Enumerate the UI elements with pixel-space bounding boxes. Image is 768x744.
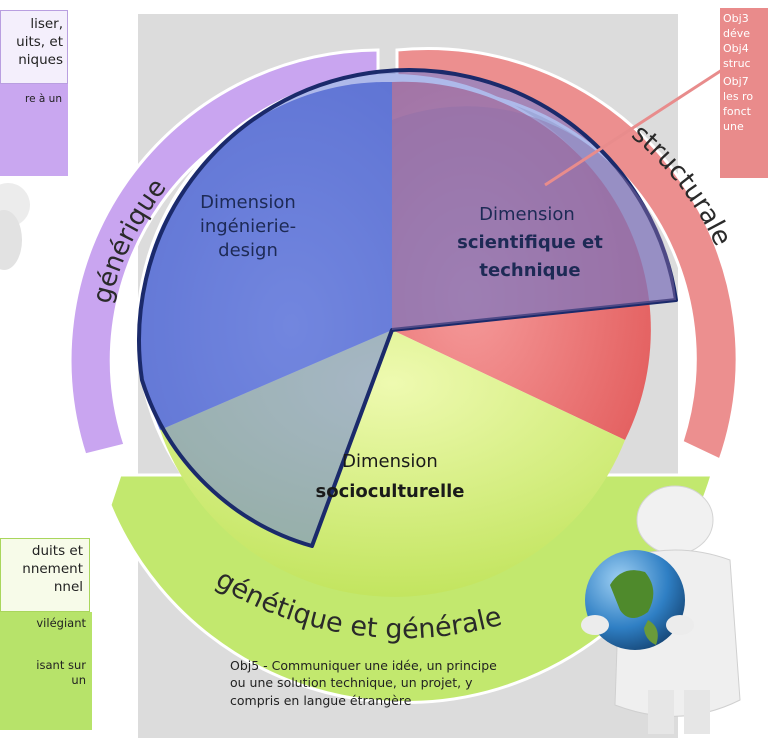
- bottom-left-sub-box: vilégiant isant sur un: [0, 612, 92, 730]
- top-left-objective-box: liser, uits, et niques: [0, 10, 68, 84]
- engineering-label: Dimension ingénierie- design: [200, 192, 296, 261]
- obj4-line: Obj4: [723, 41, 749, 55]
- bottom-left-objective-box: duits et nnement nnel: [0, 538, 90, 612]
- svg-text:socioculturelle: socioculturelle: [316, 481, 465, 502]
- svg-text:technique: technique: [479, 260, 580, 281]
- bottom-left-line: duits et: [31, 543, 83, 559]
- connector-line: [544, 68, 723, 187]
- bottom-left-line: nnel: [53, 579, 83, 596]
- svg-text:Dimension: Dimension: [479, 204, 575, 225]
- svg-text:Dimension: Dimension: [342, 451, 438, 472]
- top-left-sub-box: re à un: [0, 84, 68, 176]
- top-left-line: liser,: [30, 16, 63, 32]
- bottom-left-line: nnement: [22, 561, 83, 578]
- obj5-line: Obj5 - Communiquer une idée, un principe: [230, 658, 497, 673]
- obj5-line: ou une solution technique, un projet, y: [230, 675, 473, 691]
- svg-text:design: design: [218, 240, 278, 261]
- bottom-left-sub-line: isant sur: [36, 657, 86, 672]
- obj3-line: Obj3: [723, 12, 749, 25]
- svg-text:scientifique et: scientifique et: [457, 232, 603, 253]
- figure-with-globe: [581, 485, 741, 734]
- svg-text:ingénierie-: ingénierie-: [200, 216, 296, 237]
- obj7-text: une: [723, 119, 744, 133]
- obj3-text: déve: [723, 26, 751, 40]
- obj7-text: fonct: [723, 105, 751, 119]
- top-right-objective-box: Obj3 déve Obj4 struc Obj7 les ro fonct u…: [720, 8, 768, 178]
- top-left-sub-line: re à un: [25, 93, 62, 105]
- top-left-line: niques: [18, 52, 63, 69]
- obj4-text: struc: [723, 56, 751, 70]
- obj7-line: Obj7: [723, 75, 749, 89]
- obj5-description: Obj5 - Communiquer une idée, un principe…: [230, 657, 600, 709]
- bottom-left-sub-line: un: [71, 673, 86, 688]
- svg-text:Dimension: Dimension: [200, 192, 296, 213]
- bottom-left-sub-line: vilégiant: [36, 616, 86, 630]
- top-left-line: uits, et: [16, 34, 63, 51]
- overlap-shade: [392, 106, 676, 331]
- scientific-label: Dimension scientifique et technique: [457, 204, 603, 281]
- sociocultural-label: Dimension socioculturelle: [316, 451, 465, 502]
- obj5-line: compris en langue étrangère: [230, 692, 412, 708]
- figure-left: [0, 183, 30, 270]
- obj7-text: les ro: [723, 90, 754, 104]
